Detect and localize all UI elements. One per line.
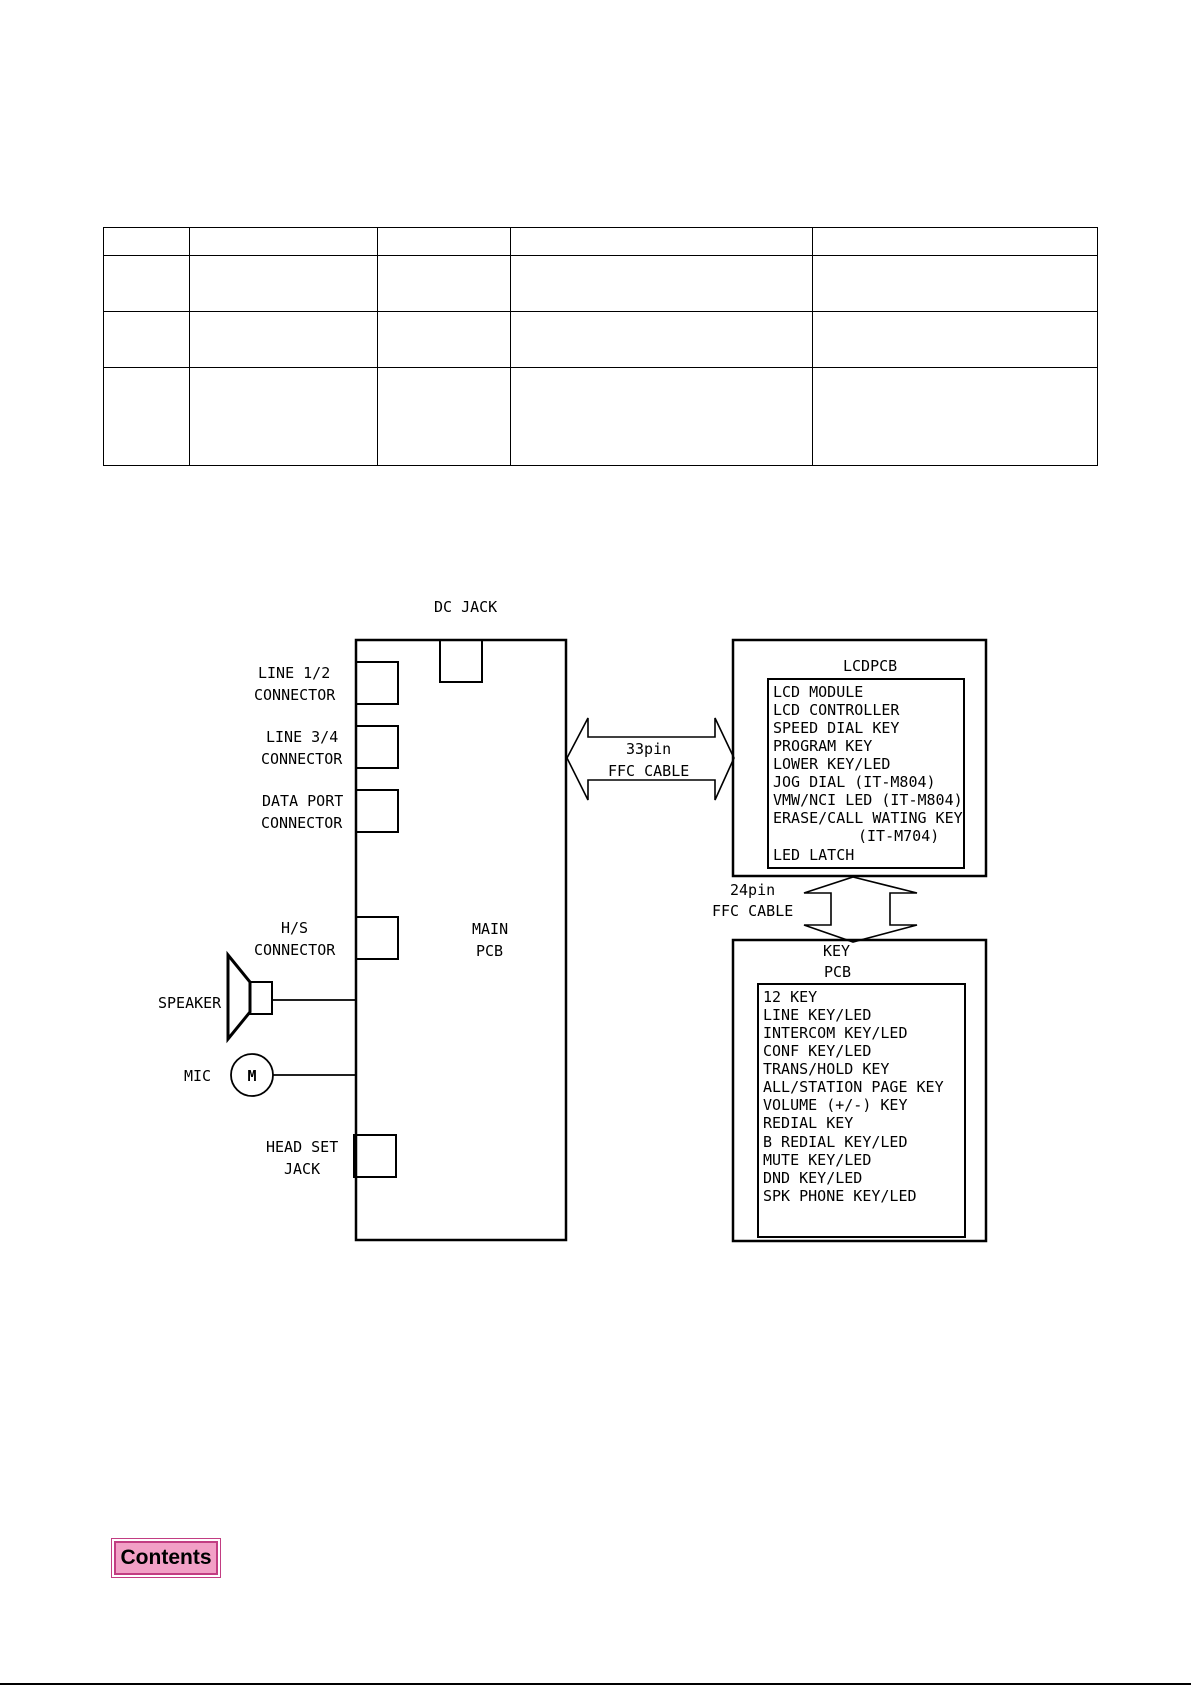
lcdpcb-item: (IT-M704) — [858, 827, 939, 845]
cable-24-label-1: 24pin — [730, 881, 775, 899]
keypcb-inner-box — [757, 983, 966, 1238]
hs-label-2: CONNECTOR — [254, 941, 336, 959]
line12-port — [355, 661, 399, 705]
line12-label-1: LINE 1/2 — [258, 664, 330, 682]
cable-24-arrow — [803, 876, 918, 943]
table-row — [103, 255, 1098, 312]
lcdpcb-item: LCD CONTROLLER — [773, 701, 900, 719]
dataport-label-2: CONNECTOR — [261, 814, 343, 832]
mic-symbol: M — [247, 1067, 256, 1085]
keypcb-item: MUTE KEY/LED — [763, 1151, 871, 1169]
lcdpcb-item: VMW/NCI LED (IT-M804) — [773, 791, 963, 809]
keypcb-box — [731, 938, 988, 1243]
mic-label: MIC — [184, 1067, 211, 1085]
cable-33-label-2: FFC CABLE — [608, 762, 689, 780]
hs-port — [355, 916, 399, 960]
lcdpcb-item: LOWER KEY/LED — [773, 755, 890, 773]
cable-33-arrow — [566, 717, 735, 801]
lcdpcb-box — [731, 638, 988, 878]
lcdpcb-item: SPEED DIAL KEY — [773, 719, 899, 737]
line34-label-1: LINE 3/4 — [266, 728, 338, 746]
speaker-icon — [226, 950, 273, 1044]
keypcb-item: VOLUME (+/-) KEY — [763, 1096, 908, 1114]
dc-jack-port — [439, 639, 483, 683]
main-pcb-label-1: MAIN — [472, 920, 508, 938]
lcdpcb-title: LCDPCB — [843, 657, 897, 675]
cable-24-label-2: FFC CABLE — [712, 902, 793, 920]
lcdpcb-item: JOG DIAL (IT-M804) — [773, 773, 936, 791]
contents-button[interactable]: Contents — [111, 1538, 221, 1578]
keypcb-title-1: KEY — [823, 942, 850, 960]
keypcb-item-list: 12 KEY LINE KEY/LED INTERCOM KEY/LED CON… — [763, 988, 944, 1205]
dc-jack-label: DC JACK — [434, 598, 497, 616]
keypcb-item: B REDIAL KEY/LED — [763, 1133, 908, 1151]
cable-33-label-1: 33pin — [626, 740, 671, 758]
lcdpcb-item: LCD MODULE — [773, 683, 863, 701]
headset-port — [353, 1134, 397, 1178]
lcdpcb-item: ERASE/CALL WATING KEY — [773, 809, 963, 827]
dataport-port — [355, 789, 399, 833]
lcdpcb-inner-box — [767, 678, 965, 869]
keypcb-item: TRANS/HOLD KEY — [763, 1060, 889, 1078]
lcdpcb-item: LED LATCH — [773, 846, 854, 864]
main-pcb-box — [354, 638, 568, 1242]
contents-button-label: Contents — [120, 1546, 212, 1569]
keypcb-item: INTERCOM KEY/LED — [763, 1024, 908, 1042]
keypcb-item: REDIAL KEY — [763, 1114, 853, 1132]
hs-label-1: H/S — [281, 919, 308, 937]
keypcb-item: 12 KEY — [763, 988, 817, 1006]
table-row — [103, 367, 1098, 466]
line12-label-2: CONNECTOR — [254, 686, 336, 704]
footer-rule — [0, 1683, 1191, 1685]
lcdpcb-item-list: LCD MODULE LCD CONTROLLER SPEED DIAL KEY… — [773, 683, 963, 864]
keypcb-item: SPK PHONE KEY/LED — [763, 1187, 917, 1205]
headset-label-1: HEAD SET — [266, 1138, 338, 1156]
main-pcb-label-2: PCB — [476, 942, 503, 960]
speaker-label: SPEAKER — [158, 994, 222, 1012]
line34-label-2: CONNECTOR — [261, 750, 343, 768]
keypcb-item: DND KEY/LED — [763, 1169, 862, 1187]
keypcb-item: CONF KEY/LED — [763, 1042, 871, 1060]
mic-icon: M — [230, 1053, 274, 1097]
keypcb-item: ALL/STATION PAGE KEY — [763, 1078, 944, 1096]
headset-label-2: JACK — [284, 1160, 320, 1178]
spec-table — [103, 227, 1098, 466]
lcdpcb-item: PROGRAM KEY — [773, 737, 872, 755]
dataport-label-1: DATA PORT — [262, 792, 343, 810]
table-row — [103, 311, 1098, 368]
line34-port — [355, 725, 399, 769]
keypcb-title-2: PCB — [824, 963, 851, 981]
keypcb-item: LINE KEY/LED — [763, 1006, 871, 1024]
